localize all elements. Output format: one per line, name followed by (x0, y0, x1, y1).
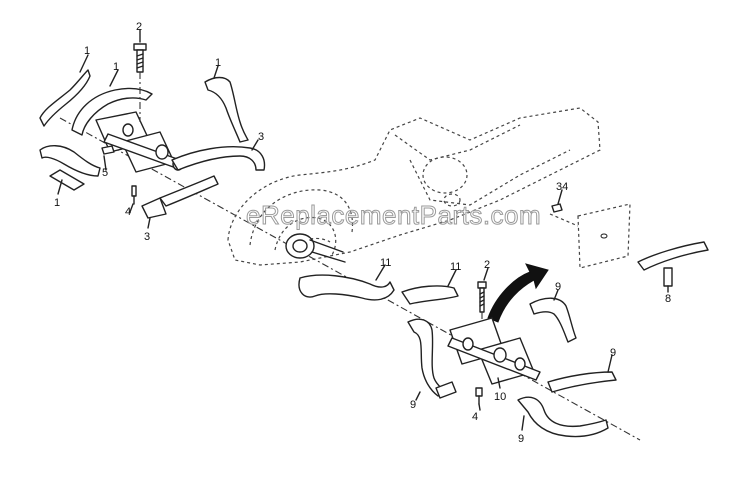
callout-8: 8 (665, 293, 671, 305)
callout-11: 11 (380, 257, 391, 269)
callout-9: 9 (518, 433, 524, 445)
tine-1-upper (39, 69, 91, 127)
tine-3-lower (159, 175, 219, 207)
tine-1-curved (71, 87, 153, 136)
callout-4: 4 (125, 206, 131, 218)
tine-11-left (298, 274, 395, 301)
nut-34 (551, 203, 563, 213)
tine-9-lower (517, 396, 609, 438)
tine-shaft-hub (285, 233, 346, 263)
callout-34: 34 (556, 181, 568, 193)
hairpin-4-right (475, 387, 483, 397)
tine-11-right (401, 285, 459, 305)
bolt-8 (663, 267, 673, 287)
tiller-body (227, 107, 601, 266)
rotation-arrow (487, 263, 549, 323)
watermark-text: eReplacementParts.com (246, 200, 541, 230)
callout-11: 11 (450, 261, 461, 273)
tine-8-right (637, 241, 709, 271)
callout-10: 10 (494, 391, 506, 403)
tine-9-left (407, 318, 447, 397)
callout-1: 1 (54, 197, 60, 209)
callout-labels: 1 1 1 1 2 3 3 4 5 11 11 2 9 9 9 9 4 10 3… (54, 21, 671, 445)
callout-1: 1 (84, 45, 90, 57)
leader-lines (57, 29, 669, 431)
tine-1-lower (39, 145, 101, 177)
tine-9-upper (529, 297, 577, 343)
callout-1: 1 (113, 61, 119, 73)
bolt-2-left (133, 43, 147, 122)
tine-1-right (204, 76, 249, 143)
callout-4: 4 (472, 411, 478, 423)
tine-9-right (547, 371, 617, 393)
right-tine-assembly (298, 263, 617, 438)
bolt-2-right (477, 281, 487, 345)
callout-2: 2 (484, 259, 490, 271)
left-tine-assembly (39, 43, 266, 219)
hairpin-4-left (131, 185, 137, 197)
callout-9: 9 (410, 399, 416, 411)
side-shield-group (549, 203, 709, 287)
tine-3-long (171, 146, 266, 171)
callout-2: 2 (136, 21, 142, 33)
callout-1: 1 (215, 57, 221, 69)
callout-9: 9 (610, 347, 616, 359)
callout-3: 3 (144, 231, 150, 243)
callout-5: 5 (102, 167, 108, 179)
callout-9: 9 (555, 281, 561, 293)
callout-3: 3 (258, 131, 264, 143)
